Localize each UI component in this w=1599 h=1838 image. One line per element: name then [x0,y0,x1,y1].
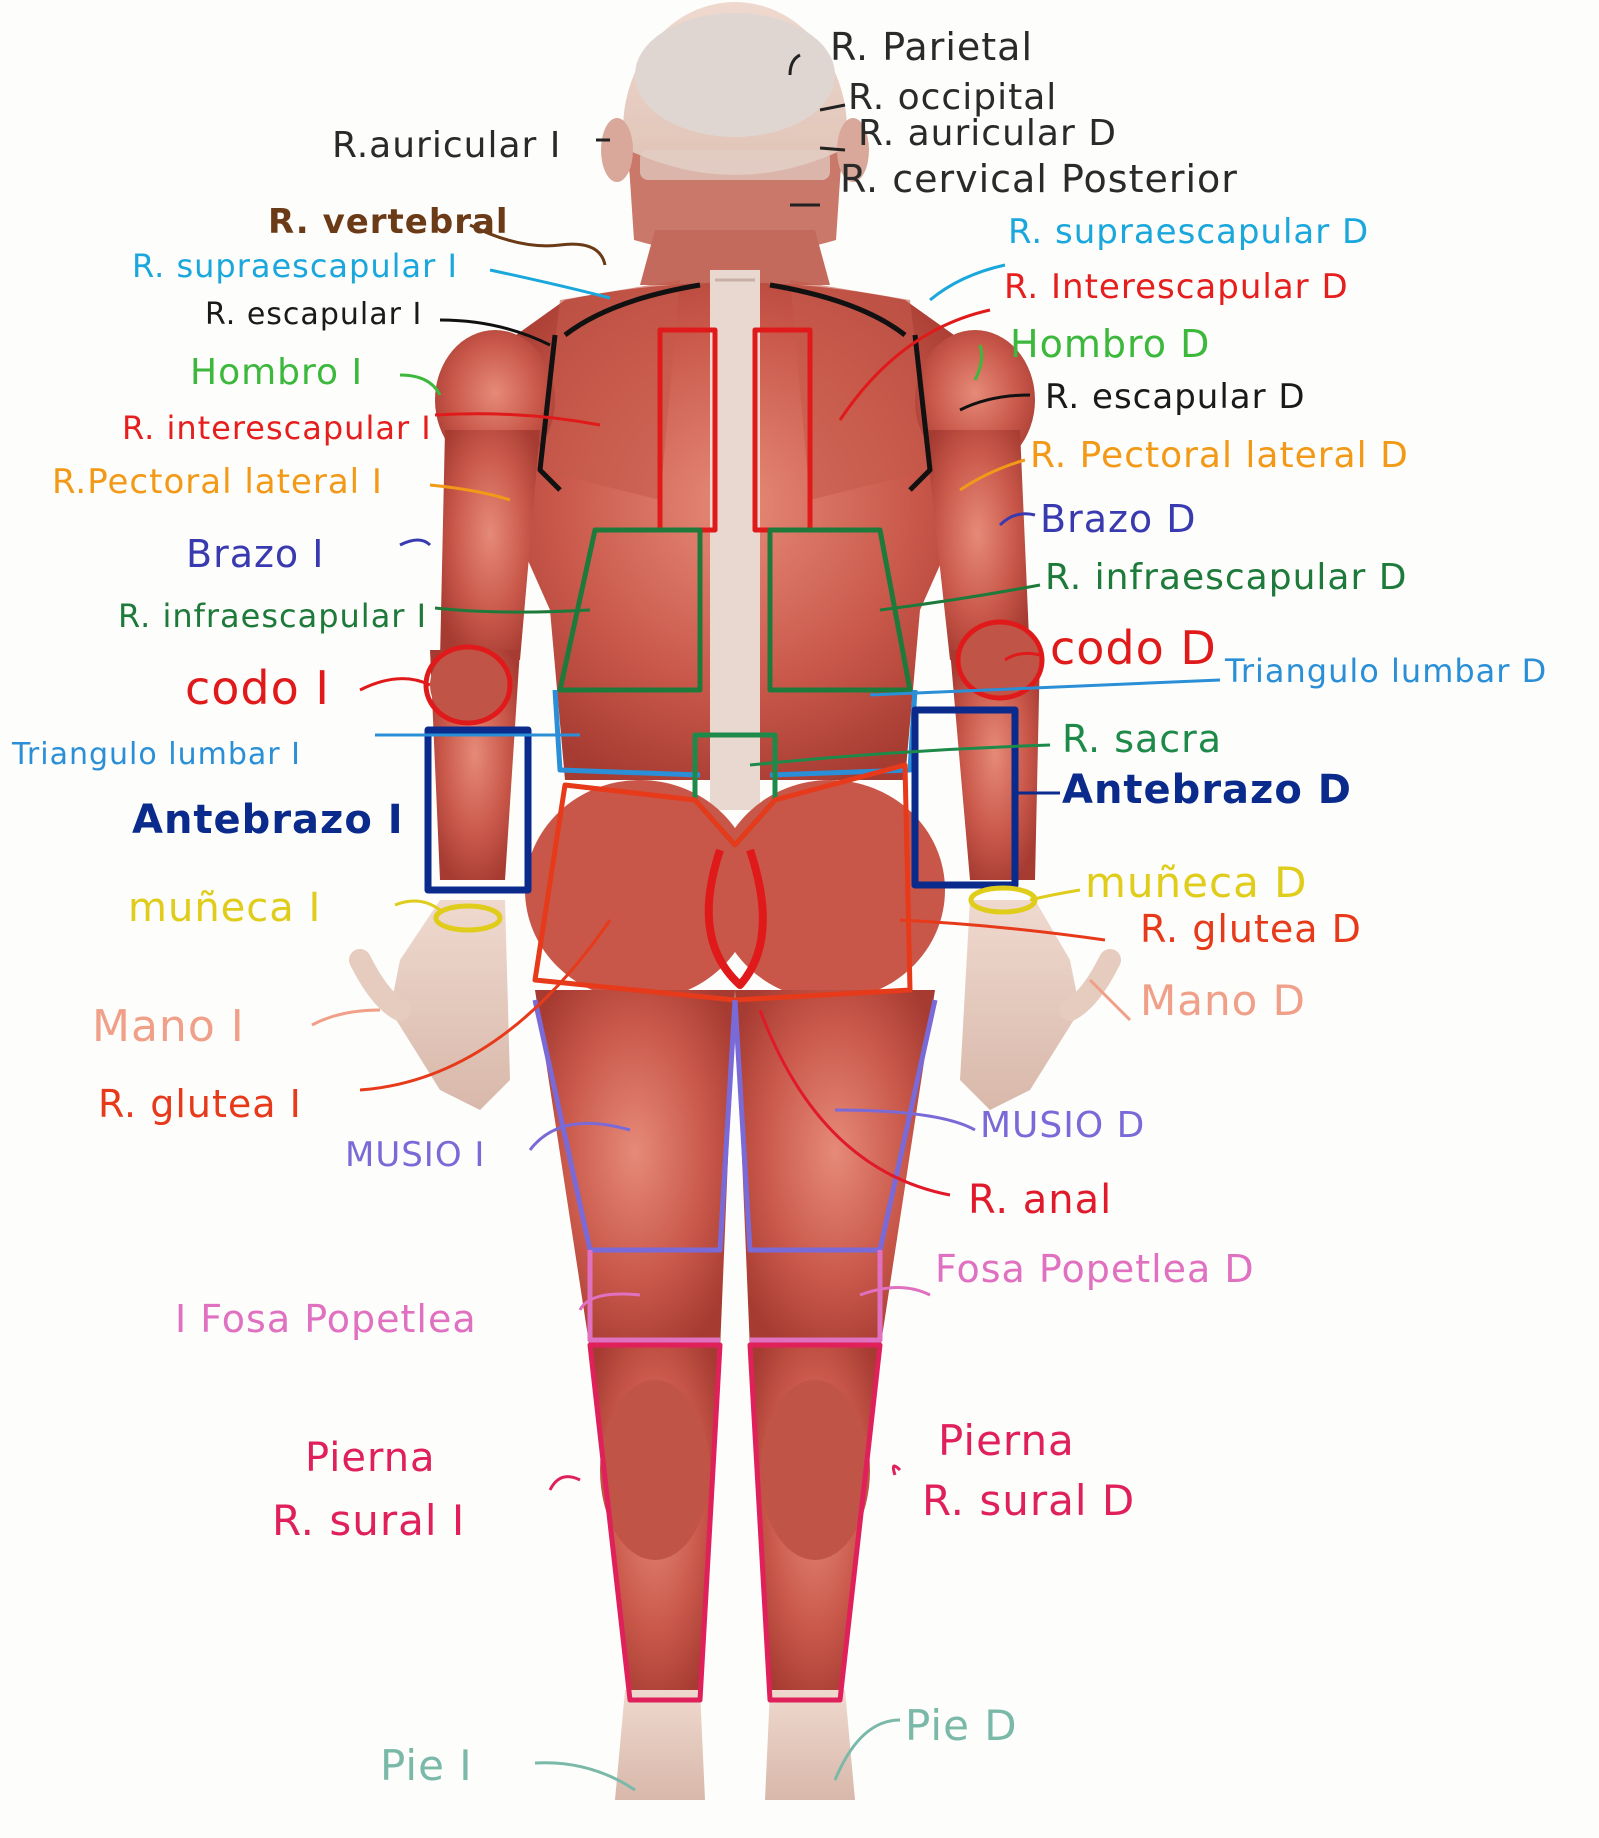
label-pierna-right: Pierna [938,1420,1075,1462]
hand-left [360,900,510,1110]
label-hombro-right: Hombro D [1010,325,1210,363]
label-sacra: R. sacra [1062,720,1222,758]
label-hombro-left: Hombro I [190,355,363,391]
label-parietal: R. Parietal [830,28,1033,66]
torso [488,270,983,810]
glutes [525,780,945,1000]
label-sural-left: R. sural I [272,1500,465,1542]
label-musio-right: MUSIO D [980,1108,1145,1144]
label-auricular-left: R.auricular I [332,128,561,164]
label-supraescapular-left: R. supraescapular I [132,250,458,282]
label-mano-left: Mano I [92,1005,245,1049]
label-anal: R. anal [968,1180,1112,1220]
label-glutea-left: R. glutea I [98,1085,302,1123]
label-fosa-popetlea-right: Fosa Popetlea D [935,1250,1255,1288]
label-pierna-left: Pierna [305,1438,436,1478]
label-auricular-right: R. auricular D [858,116,1117,152]
label-infraescapular-left: R. infraescapular I [118,600,427,632]
label-infraescapular-right: R. infraescapular D [1045,560,1407,596]
label-brazo-right: Brazo D [1040,500,1197,538]
label-musio-left: MUSIO I [345,1138,485,1172]
label-escapular-right: R. escapular D [1045,380,1306,414]
arm-right [915,330,1040,880]
label-triangulo-lumbar-left: Triangulo lumbar I [12,740,301,770]
label-cervical-posterior: R. cervical Posterior [840,160,1238,198]
label-glutea-right: R. glutea D [1140,910,1362,948]
label-mano-right: Mano D [1140,980,1306,1022]
label-occipital: R. occipital [848,80,1057,116]
label-antebrazo-left: Antebrazo I [132,800,404,840]
label-pie-right: Pie D [905,1705,1018,1747]
label-codo-right: codo D [1050,625,1217,671]
label-supraescapular-right: R. supraescapular D [1008,215,1369,249]
label-brazo-left: Brazo I [186,535,324,573]
label-codo-left: codo I [185,665,330,711]
label-escapular-left: R. escapular I [205,300,422,330]
label-triangulo-lumbar-right: Triangulo lumbar D [1225,655,1547,687]
label-muneca-left: muñeca I [128,888,321,928]
label-sural-right: R. sural D [922,1480,1135,1522]
label-pectoral-lateral-right: R. Pectoral lateral D [1030,438,1409,474]
label-interescapular-left: R. interescapular I [122,412,432,444]
label-fosa-popetlea-left: I Fosa Popetlea [175,1300,477,1338]
head [601,2,869,258]
label-pectoral-lateral-left: R.Pectoral lateral I [52,465,383,499]
label-muneca-right: muñeca D [1085,862,1308,904]
leg-left [535,990,735,1800]
label-interescapular-right: R. Interescapular D [1004,270,1349,304]
label-antebrazo-right: Antebrazo D [1062,770,1352,810]
label-vertebral: R. vertebral [268,205,509,239]
label-pie-left: Pie I [380,1745,473,1787]
